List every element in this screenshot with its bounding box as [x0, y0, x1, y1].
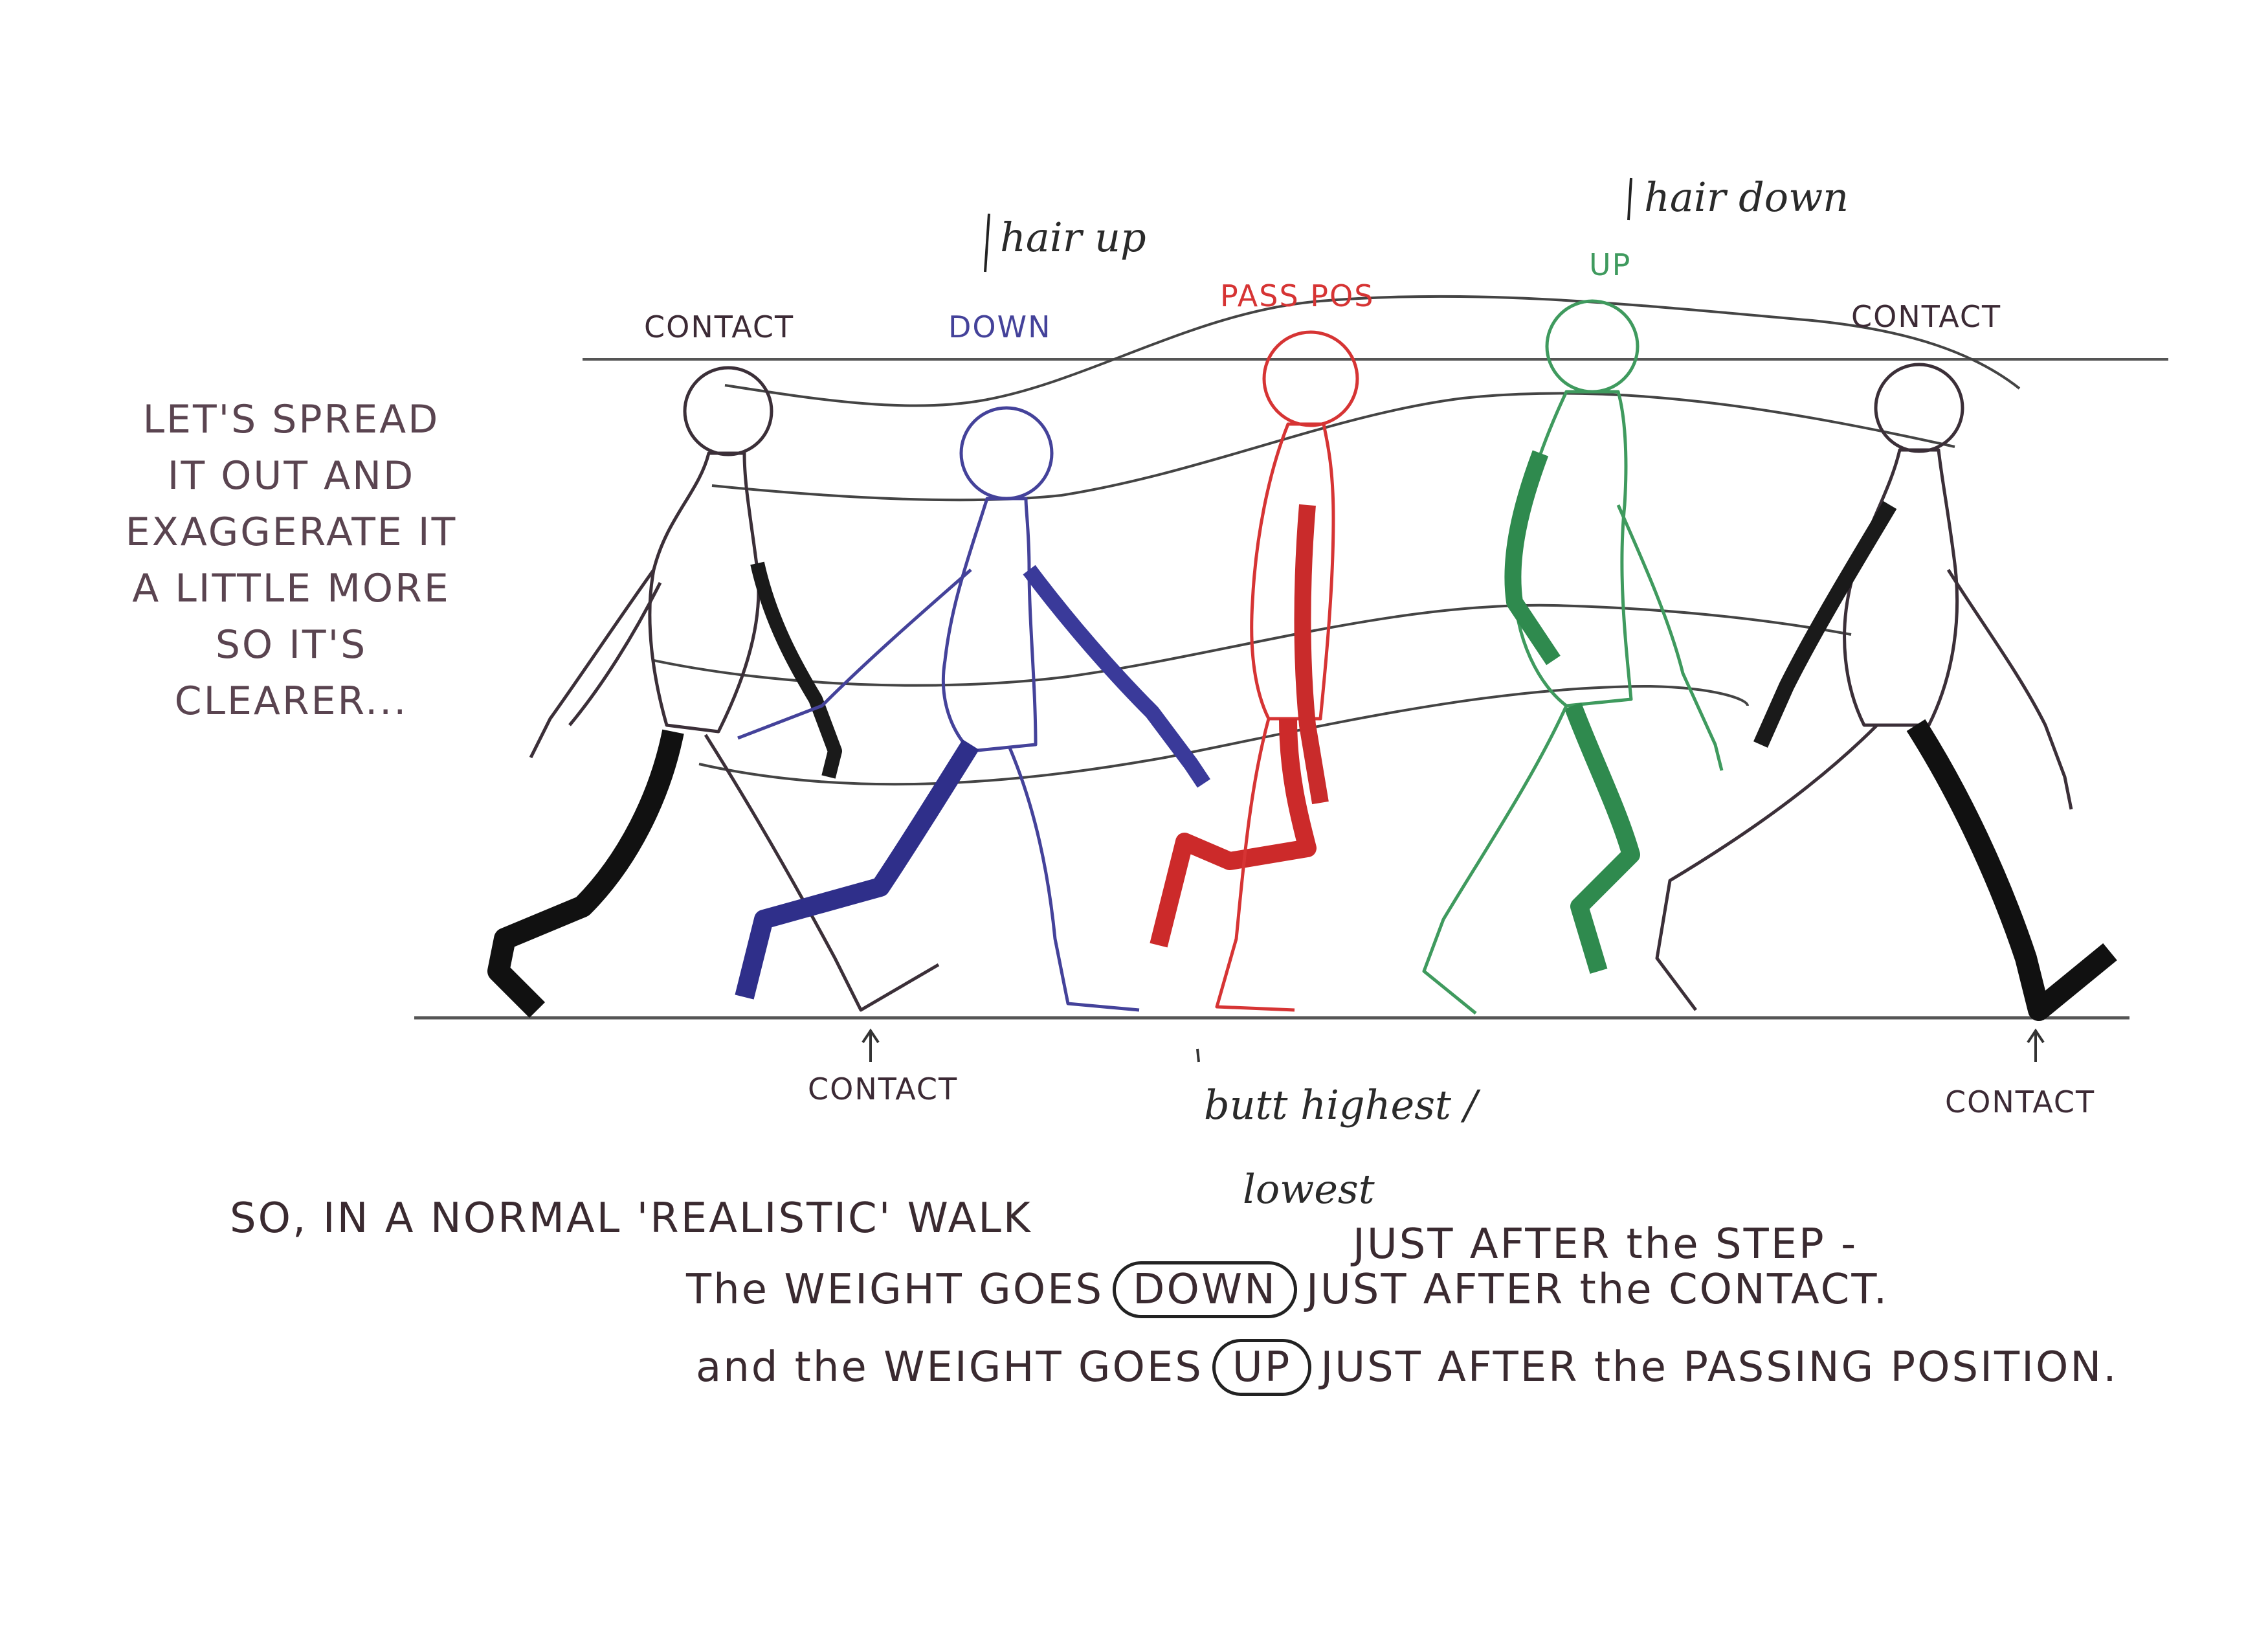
pose-label-up: UP [1589, 247, 1632, 282]
note-hair-down: hair down [1644, 174, 1849, 221]
figure-torso [1513, 390, 1633, 708]
figure-contact-2 [1655, 363, 2117, 1021]
summary-line-3-suffix: JUST AFTER the CONTACT. [1306, 1266, 1889, 1314]
figure-front-leg [704, 734, 940, 1012]
figure-front-leg [1008, 747, 1140, 1012]
intro-line: LET'S SPREAD [142, 397, 440, 442]
intro-note: LET'S SPREAD IT OUT AND EXAGGERATE IT A … [97, 392, 485, 730]
pose-label-contact-1: CONTACT [644, 309, 795, 344]
contact-arrow-2 [2027, 1028, 2045, 1062]
figure-down [735, 406, 1210, 1012]
summary-line-3-prefix: The WEIGHT GOES [686, 1266, 1104, 1314]
figure-back-leg [1564, 702, 1640, 974]
intro-line: EXAGGERATE IT [125, 510, 458, 555]
figure-head [683, 366, 773, 456]
hip-path-lower [698, 684, 1749, 786]
figure-back-leg [487, 729, 684, 1018]
figure-front-arm [1023, 565, 1210, 788]
ground-marker-contact-1: CONTACT [808, 1072, 959, 1107]
figure-back-leg [1150, 718, 1317, 948]
summary-line-2: JUST AFTER the STEP - [1353, 1220, 1858, 1268]
figure-contact-1 [487, 366, 940, 1018]
intro-line: IT OUT AND [167, 453, 416, 499]
figure-front-leg [1906, 719, 2117, 1021]
pose-label-pass-pos: PASS POS [1220, 278, 1375, 313]
hair-up-tick [984, 213, 990, 273]
figure-support-leg [1422, 704, 1568, 1015]
pose-label-contact-2: CONTACT [1851, 299, 2002, 334]
ground-marker-contact-2: CONTACT [1945, 1084, 2096, 1119]
figure-front-arm [750, 561, 842, 779]
down-box: DOWN [1113, 1261, 1297, 1318]
figure-head [959, 406, 1054, 500]
figure-back-arm [1753, 500, 1897, 748]
figure-pass-pos [1150, 330, 1359, 1012]
figure-arm [1294, 504, 1329, 805]
hair-down-tick [1627, 177, 1632, 221]
contact-arrow-1 [862, 1028, 880, 1062]
figure-torso [648, 451, 761, 734]
intro-line: A LITTLE MORE [132, 566, 450, 611]
figure-head [1262, 330, 1359, 427]
intro-line: SO IT'S [215, 622, 368, 668]
figure-torso [941, 497, 1038, 753]
figure-up [1422, 299, 1724, 1015]
figure-back-arm [737, 568, 972, 740]
figure-front-arm [1616, 504, 1724, 771]
note-butt-lowest: lowest [1243, 1165, 1375, 1213]
head-path-upper [724, 295, 2021, 407]
summary-line-1: SO, IN A NORMAL 'REALISTIC' WALK [230, 1195, 1032, 1242]
intro-line: CLEARER... [174, 679, 408, 724]
figure-back-arm [1504, 450, 1561, 666]
figure-support-leg [1215, 718, 1295, 1012]
figure-head [1545, 299, 1640, 394]
summary-line-4-suffix: JUST AFTER the PASSING POSITION. [1320, 1343, 2118, 1391]
summary-line-4-prefix: and the WEIGHT GOES [696, 1343, 1203, 1391]
figure-back-leg [735, 739, 979, 1000]
note-hair-up: hair up [1000, 214, 1146, 261]
pass-tick [1196, 1048, 1200, 1062]
figure-torso [1843, 448, 1959, 727]
up-box: UP [1212, 1339, 1312, 1396]
pose-label-down: DOWN [948, 309, 1052, 344]
head-path-lower [711, 392, 1955, 502]
figure-back-arm [529, 568, 662, 759]
figure-back-leg [1655, 724, 1878, 1011]
figure-front-arm [1946, 568, 2073, 810]
hip-path-upper [653, 603, 1852, 687]
note-butt-highest: butt highest / [1204, 1081, 1478, 1129]
figure-torso [1250, 422, 1335, 721]
